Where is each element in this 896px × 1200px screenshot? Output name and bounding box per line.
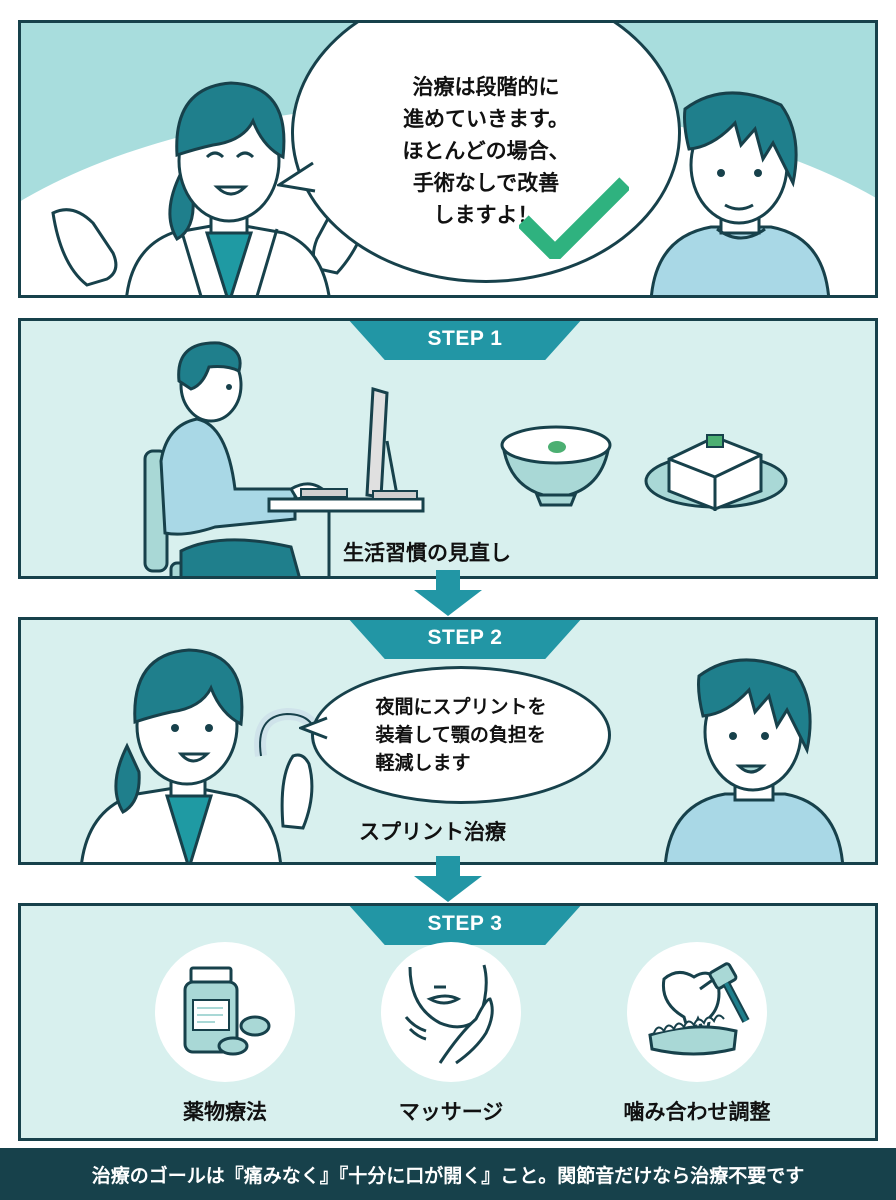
step1-panel: STEP 1 生活習慣の見直し: [18, 318, 878, 579]
method-label: マッサージ: [398, 1100, 504, 1124]
patient-figure: [664, 658, 844, 862]
step1-tab: STEP 1: [347, 321, 583, 360]
method-label: 薬物療法: [183, 1100, 267, 1124]
footer-note: 治療のゴールは『痛みなく』『十分に口が開く』こと。関節音だけなら治療不要です: [0, 1148, 896, 1200]
method-massage: マッサージ: [371, 942, 531, 1126]
bubble-tail: [299, 716, 328, 740]
bubble-tail: [277, 161, 316, 193]
speech-line: 軽減します: [375, 752, 471, 774]
speech-line: 治療は段階的に: [412, 75, 560, 99]
down-arrow-icon: [414, 570, 482, 616]
tooth-adjustment-icon: [648, 962, 750, 1056]
speech-line: ほとんどの場合、: [402, 139, 570, 163]
step2-panel: STEP 2 夜間にスプリントを 装着して顎の負担を 軽減します スプリント治療: [18, 617, 878, 865]
tofu-on-plate-icon: [644, 434, 788, 511]
doctor-figure: [51, 81, 373, 295]
method-medication: 薬物療法: [145, 942, 305, 1126]
speech-line: 進めていきます。: [403, 107, 569, 131]
person-at-computer-illustration: [143, 341, 425, 576]
speech-line: 手術なしで改善: [412, 171, 560, 195]
medicine-bottle-icon: [183, 966, 271, 1056]
step3-panel: STEP 3 薬物療法 マッサー: [18, 903, 878, 1141]
checkmark-icon: [519, 177, 629, 259]
step3-tab: STEP 3: [347, 906, 583, 945]
rice-porridge-bowl-icon: [500, 425, 612, 507]
jaw-massage-icon: [404, 964, 494, 1065]
step2-caption: スプリント治療: [359, 820, 506, 844]
step2-speech-bubble: 夜間にスプリントを 装着して顎の負担を 軽減します: [311, 666, 611, 804]
intro-panel: 治療は段階的に 進めていきます。 ほとんどの場合、 手術なしで改善 しますよ！: [18, 20, 878, 298]
method-bite-adjustment: 噛み合わせ調整: [617, 942, 777, 1126]
speech-line: 夜間にスプリントを: [375, 696, 547, 718]
step1-caption: 生活習慣の見直し: [343, 541, 511, 565]
doctor-holding-splint-illustration: [80, 648, 323, 862]
step2-tab: STEP 2: [347, 620, 583, 659]
patient-figure: [650, 91, 830, 295]
down-arrow-icon: [414, 856, 482, 902]
method-label: 噛み合わせ調整: [623, 1100, 771, 1124]
intro-speech-bubble: 治療は段階的に 進めていきます。 ほとんどの場合、 手術なしで改善 しますよ！: [291, 23, 681, 283]
speech-line: 装着して顎の負担を: [375, 724, 546, 746]
